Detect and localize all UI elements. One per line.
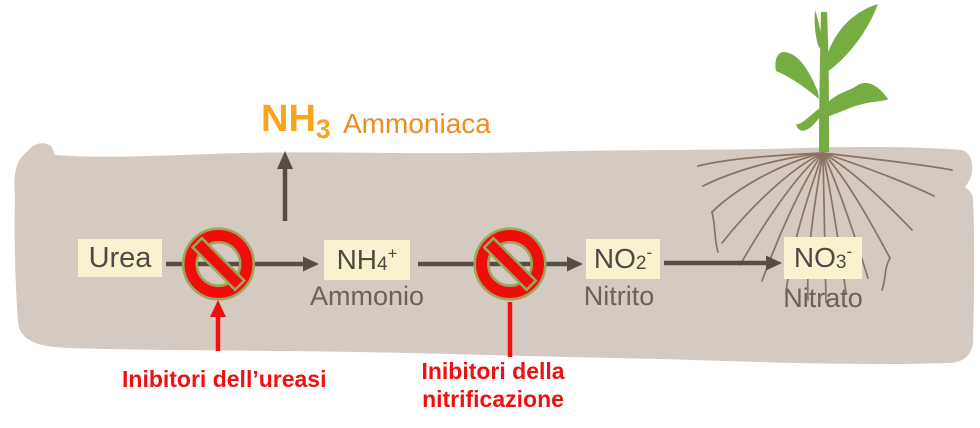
plant-stem (819, 12, 829, 152)
ammonia-formula-base: NH (261, 98, 316, 140)
prohibition-icon-urease (181, 227, 256, 301)
arrow-nitrite-to-nitrate (664, 255, 782, 271)
urea-box: Urea (78, 239, 162, 277)
plant-icon (775, 4, 888, 152)
red-arrow-urease (210, 300, 226, 351)
ammonia-label: Ammoniaca (343, 108, 491, 139)
nitrate-name: Nitrato (783, 283, 863, 313)
nitrification-inhibitor-label-line2: nitrificazione (422, 386, 564, 412)
nitrite-formula-superscript: - (646, 242, 653, 262)
nitrification-inhibitor-label-line1: Inibitori della (421, 358, 565, 384)
nitrate-formula-superscript: - (846, 241, 853, 261)
arrow-ammonia-up (277, 151, 293, 221)
nitrate-formula-base: NO (793, 242, 836, 273)
prohibition-icon-nitrification (473, 227, 547, 301)
roots-icon (697, 152, 953, 303)
ammonium-formula-superscript: + (387, 243, 398, 263)
ammonia-formula-subscript: 3 (315, 113, 331, 144)
ammonium-formula-subscript: 4 (377, 254, 388, 276)
nitrite-name: Nitrito (583, 281, 655, 311)
nitrate-formula-subscript: 3 (835, 252, 847, 274)
urease-inhibitor-label: Inibitori dell’ureasi (122, 366, 327, 392)
ammonium-formula-base: NH (336, 244, 378, 275)
urea-label: Urea (88, 241, 152, 274)
ammonia-formula: NH3 (261, 98, 331, 142)
ammonium-name: Ammonio (309, 281, 425, 311)
nitrite-formula-subscript: 2 (635, 253, 647, 275)
nitrite-formula-base: NO (593, 243, 636, 274)
nitrification-inhibitor-label: Inibitori della nitrificazione (413, 357, 573, 413)
